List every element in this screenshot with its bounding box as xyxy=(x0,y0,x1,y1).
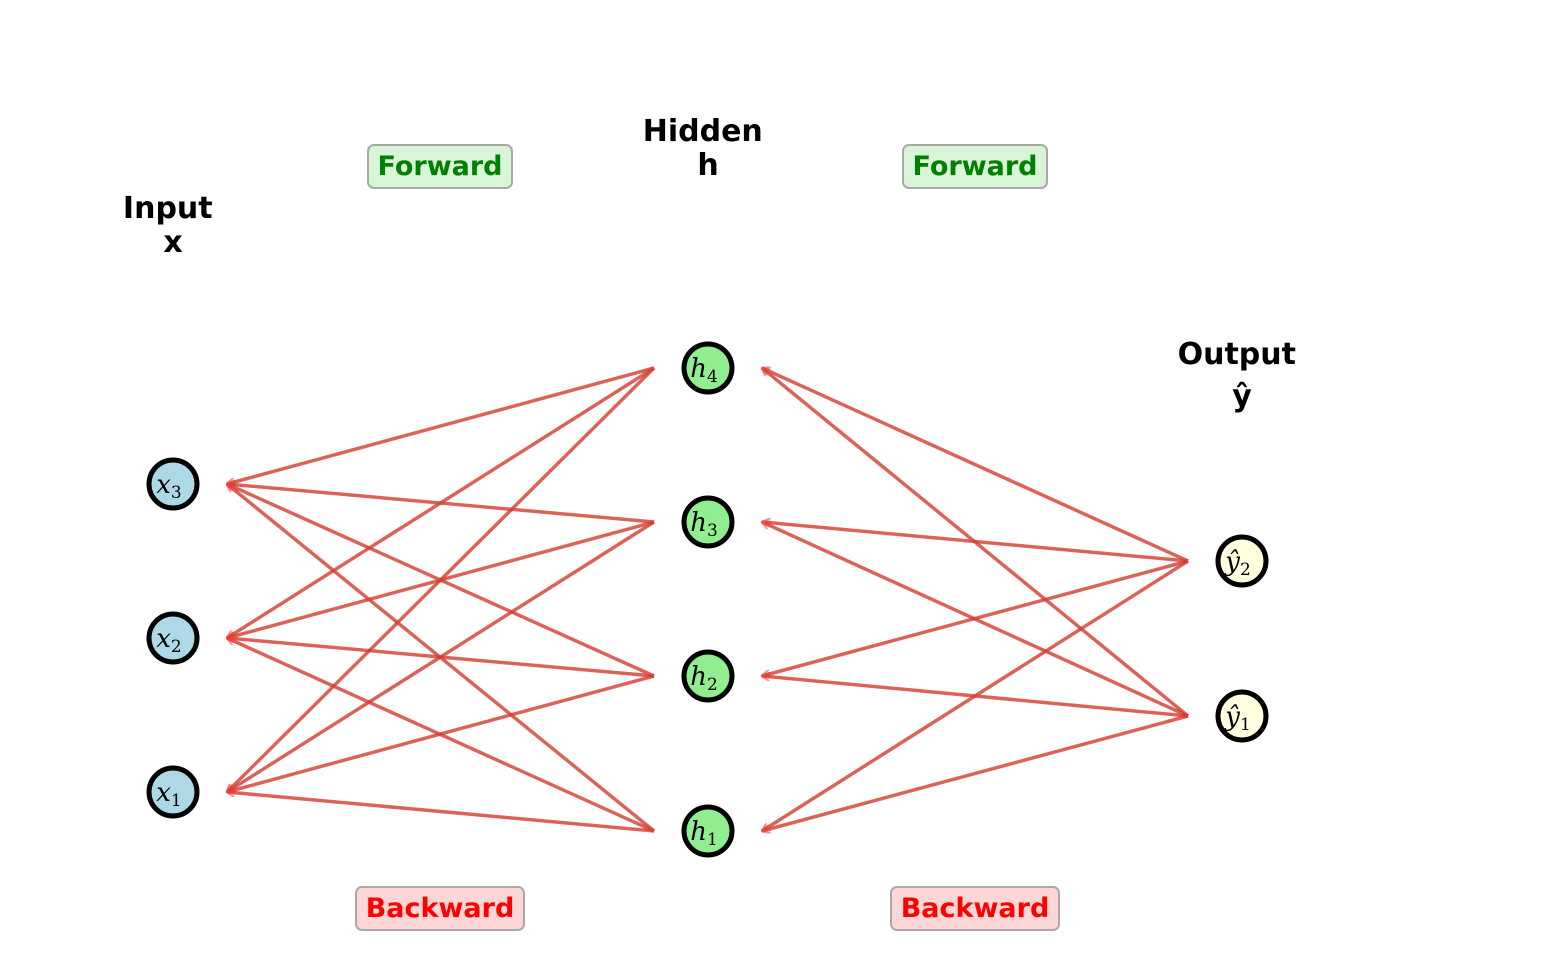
node-label-h4: h4 xyxy=(690,354,718,387)
node-circle-h1 xyxy=(681,804,735,858)
node-label-y1: ŷ1 xyxy=(1224,702,1251,735)
backward-edge-y1-h4 xyxy=(762,368,1190,718)
node-label-x1: x1 xyxy=(156,778,182,811)
node-label-subscript: 3 xyxy=(171,483,182,503)
node-h1: h1 xyxy=(681,804,735,858)
node-label-base: ŷ xyxy=(1224,547,1240,577)
node-label-subscript: 4 xyxy=(707,367,718,387)
backward-edge-h1-x1 xyxy=(227,792,655,833)
node-label-base: h xyxy=(690,354,707,384)
node-circle-x1 xyxy=(146,765,200,819)
backward-right-text: Backward xyxy=(901,893,1050,924)
backward-edge-h1-x2 xyxy=(227,638,655,833)
connection-edges xyxy=(227,366,1190,833)
node-label-base: h xyxy=(690,817,707,847)
node-label-subscript: 1 xyxy=(1240,715,1251,735)
backward-edge-h4-x3 xyxy=(227,366,655,484)
node-x1: x1 xyxy=(146,765,200,819)
node-label-h2: h2 xyxy=(690,662,718,695)
node-h2: h2 xyxy=(681,649,735,703)
node-circle-y1 xyxy=(1215,689,1269,743)
node-label-base: h xyxy=(690,508,707,538)
node-label-y2: ŷ2 xyxy=(1224,547,1251,580)
forward-right-text: Forward xyxy=(912,151,1037,182)
node-circle-x3 xyxy=(146,457,200,511)
backward-label-right: Backward xyxy=(890,886,1060,931)
node-label-base: ŷ xyxy=(1224,702,1240,732)
node-label-x3: x3 xyxy=(156,470,182,503)
backward-left-text: Backward xyxy=(366,893,515,924)
backward-label-left: Backward xyxy=(355,886,525,931)
node-label-h3: h3 xyxy=(690,508,718,541)
node-label-base: x xyxy=(156,624,171,654)
node-label-base: x xyxy=(156,470,171,500)
forward-label-right: Forward xyxy=(902,144,1048,189)
node-circle-x2 xyxy=(146,611,200,665)
node-x3: x3 xyxy=(146,457,200,511)
node-label-h1: h1 xyxy=(690,817,718,850)
output-title-line1: Output xyxy=(1178,337,1296,372)
backward-right-box xyxy=(890,886,1060,931)
backward-edge-h2-x3 xyxy=(227,484,655,678)
forward-left-box xyxy=(367,144,513,189)
node-circle-h2 xyxy=(681,649,735,703)
node-label-subscript: 2 xyxy=(171,637,182,657)
backward-edge-h3-x3 xyxy=(227,484,655,524)
output-title-line2: ŷ xyxy=(1232,379,1252,414)
node-circle-y2 xyxy=(1215,534,1269,588)
node-label-subscript: 2 xyxy=(707,675,718,695)
node-label-x2: x2 xyxy=(156,624,182,657)
node-y1: ŷ1 xyxy=(1215,689,1269,743)
forward-right-box xyxy=(902,144,1048,189)
backward-edge-y1-h1 xyxy=(762,714,1189,831)
forward-left-text: Forward xyxy=(377,151,502,182)
input-title-line1: Input xyxy=(123,191,213,226)
node-y2: ŷ2 xyxy=(1215,534,1269,588)
forward-label-left: Forward xyxy=(367,144,513,189)
input-title-line2: x xyxy=(163,225,182,260)
output-layer-title: Output ŷ xyxy=(1178,337,1307,414)
hidden-title-line2: h xyxy=(697,148,718,183)
backward-edge-y2-h4 xyxy=(762,368,1189,563)
node-label-base: h xyxy=(690,662,707,692)
backward-edge-h1-x3 xyxy=(227,484,656,833)
node-x2: x2 xyxy=(146,611,200,665)
node-circle-h3 xyxy=(681,495,735,549)
node-label-subscript: 2 xyxy=(1240,560,1251,580)
node-label-base: x xyxy=(156,778,171,808)
backward-left-box xyxy=(355,886,525,931)
node-h4: h4 xyxy=(681,341,735,395)
node-circle-h4 xyxy=(681,341,735,395)
node-label-subscript: 1 xyxy=(707,830,718,850)
backward-edge-y1-h2 xyxy=(762,676,1189,718)
hidden-layer-title: Hidden h xyxy=(643,114,774,183)
node-label-subscript: 1 xyxy=(171,791,182,811)
input-layer-title: Input x xyxy=(123,191,223,260)
node-h3: h3 xyxy=(681,495,735,549)
hidden-title-line1: Hidden xyxy=(643,114,763,149)
node-label-subscript: 3 xyxy=(707,521,718,541)
backward-edge-y1-h3 xyxy=(762,522,1189,718)
